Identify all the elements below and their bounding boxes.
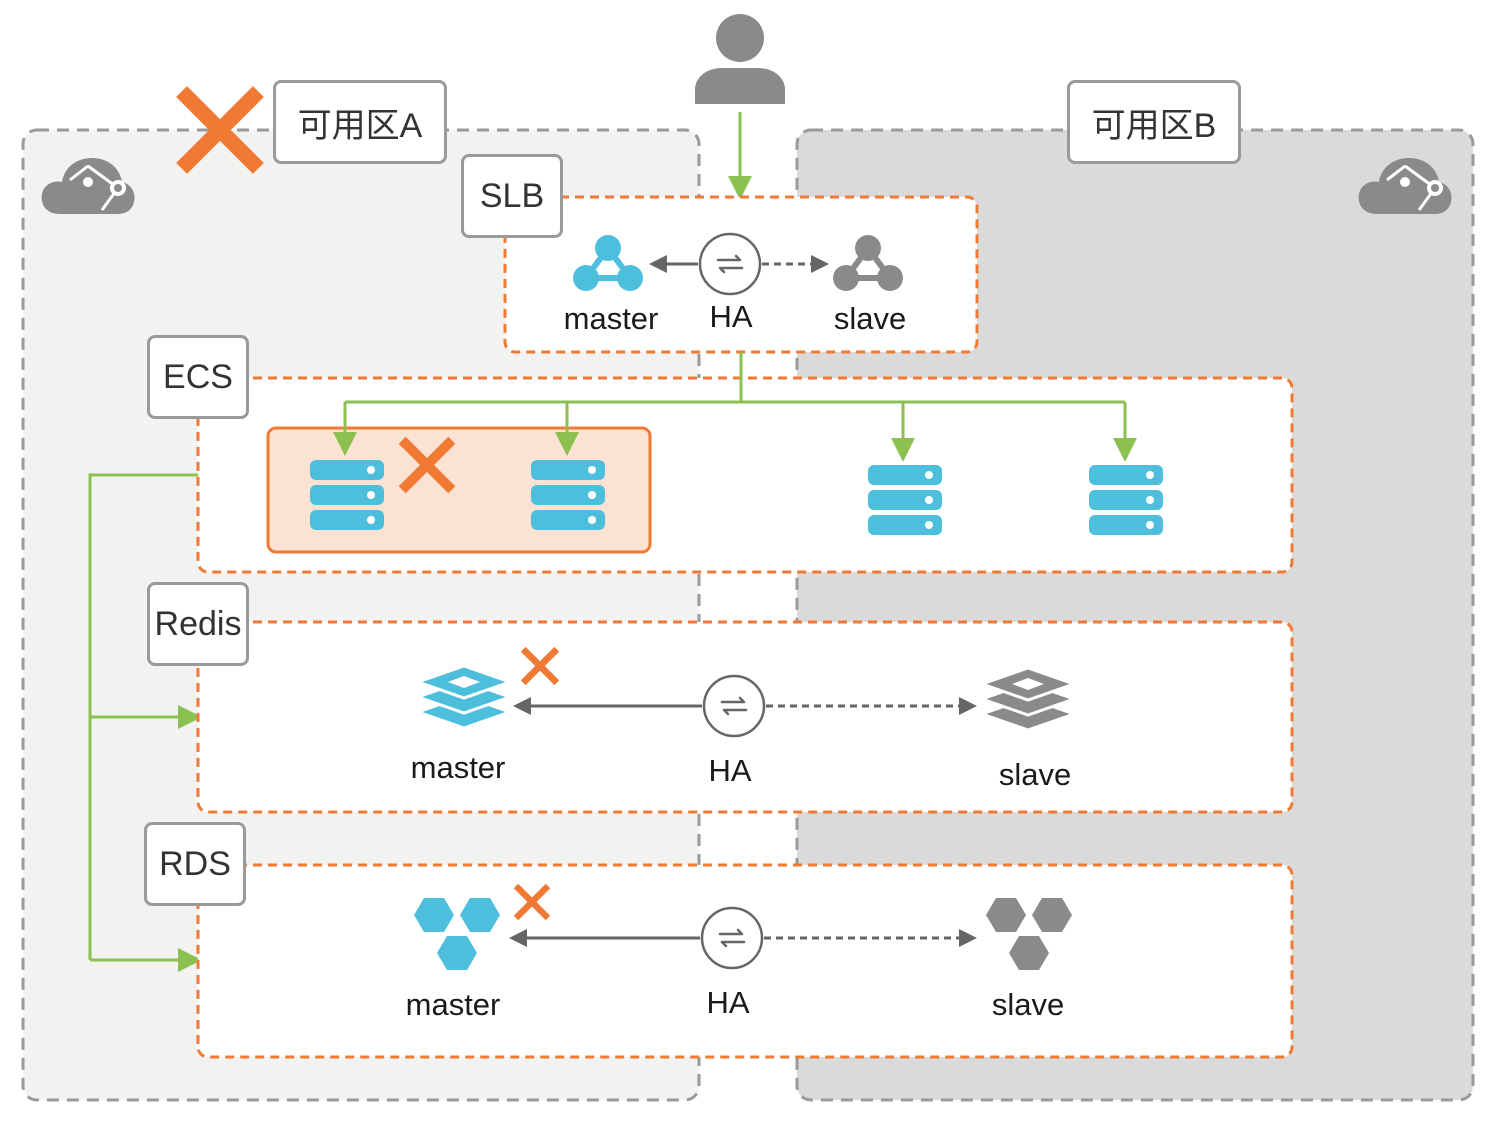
redis-ha-label: HA	[708, 753, 751, 788]
slb-master-icon	[573, 235, 643, 291]
ecs-server-icon	[1089, 465, 1163, 535]
slb-master-label: master	[564, 301, 659, 336]
rds-tag: RDS	[144, 822, 246, 906]
rds-slave-label: slave	[992, 987, 1064, 1022]
ecs-server-icon	[868, 465, 942, 535]
rds-slave-icon	[986, 898, 1072, 970]
slb-to-ecs-connectors	[333, 352, 1137, 462]
user-icon	[695, 14, 785, 104]
redis-tag: Redis	[147, 582, 249, 666]
rds-master-label: master	[406, 987, 501, 1022]
rds-master-icon	[414, 898, 500, 970]
rds-ha-switch-icon	[700, 906, 764, 970]
ecs-server-icon	[531, 460, 605, 530]
redis-master-icon	[413, 664, 515, 730]
ecs-to-data-connectors	[88, 473, 202, 972]
slb-ha-switch-icon	[698, 232, 762, 296]
zone-a-label: 可用区A	[273, 80, 447, 164]
rds-ha-label: HA	[706, 985, 749, 1020]
slb-slave-icon	[833, 235, 903, 291]
redis-ha-switch-icon	[702, 674, 766, 738]
zone-b-label: 可用区B	[1067, 80, 1241, 164]
ecs-tag: ECS	[147, 335, 249, 419]
redis-slave-icon	[977, 666, 1079, 732]
slb-ha-label: HA	[709, 299, 752, 334]
redis-slave-label: slave	[999, 757, 1071, 792]
ecs-server-icon	[310, 460, 384, 530]
slb-tag: SLB	[461, 154, 563, 238]
redis-master-label: master	[411, 750, 506, 785]
slb-slave-label: slave	[834, 301, 906, 336]
